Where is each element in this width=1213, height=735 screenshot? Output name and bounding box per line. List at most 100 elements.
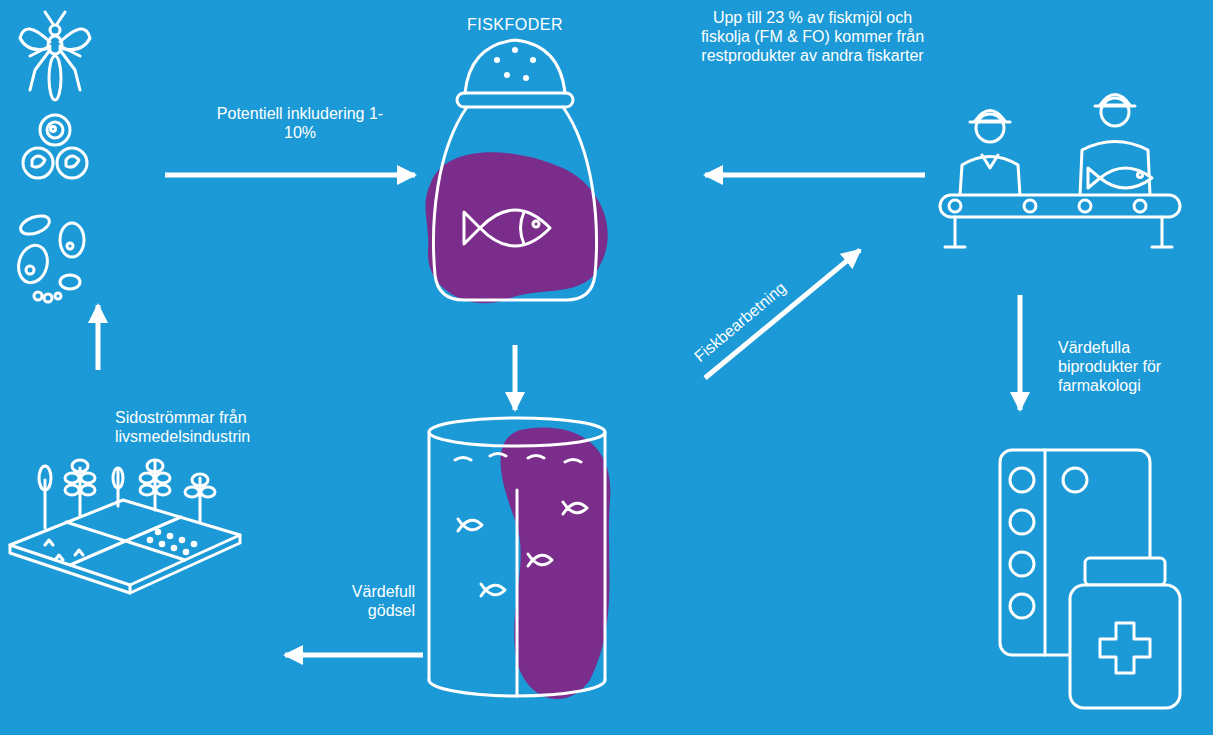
pharmacology-node (990, 445, 1185, 715)
edge-label: Upp till 23 % av fiskmjöl och fiskolja (… (700, 8, 925, 65)
cell-icon-part (57, 148, 87, 178)
processing-workers-icon-part (949, 200, 961, 212)
processing-workers-icon-part (1088, 168, 1100, 188)
feed-bag-icon-part (521, 212, 525, 244)
feed-bag-icon-part (494, 57, 500, 63)
processing-workers-icon-part (975, 111, 1005, 122)
pharma-icon-part (1085, 558, 1165, 585)
insect-icon-part (30, 46, 80, 90)
fish-cage-icon-part (528, 554, 552, 566)
pharma-icon-part (1044, 450, 1047, 655)
farm-field-icon-part (168, 534, 172, 538)
processing-workers-icon-part (960, 157, 1020, 196)
farm-field-icon-part (156, 485, 170, 495)
fish-cage-icon-part (429, 418, 605, 446)
farm-field-icon-part (45, 540, 83, 560)
farm-field-icon-part (192, 542, 196, 546)
insect-icon-part (60, 29, 90, 50)
yeast-icon-part (60, 275, 80, 289)
farm-field-icon-part (81, 485, 95, 495)
farm-field-icon-part (192, 474, 208, 486)
edge-label: Värdefulla biprodukter för farmakologi (1058, 338, 1198, 395)
pharma-icon-part (1100, 623, 1150, 673)
farm-field-icon-part (156, 530, 160, 534)
farm-field-icon-part (140, 473, 154, 483)
yeast-icon-part (67, 243, 73, 249)
yeast-icon-part (18, 212, 52, 237)
flow-arrow (513, 345, 518, 410)
processing-workers-icon-part (945, 217, 1172, 247)
farm-field-icon-part (113, 468, 123, 488)
fish-cage-node (425, 415, 605, 700)
fish-processing-node (935, 90, 1185, 250)
farm-field-icon-part (180, 538, 184, 542)
insect-icon-part (50, 25, 60, 35)
feed-bag-icon-part (523, 75, 529, 81)
processing-workers-icon-part (1100, 168, 1152, 188)
yeast-icon-part (26, 266, 34, 274)
cell-icon-part (23, 148, 53, 178)
insect-icon-part (20, 29, 50, 50)
fish-cage-icon-part (516, 490, 519, 696)
processing-workers-icon-part (1134, 200, 1146, 212)
pharma-icon (1000, 450, 1180, 708)
yeast-icon-part (34, 292, 42, 300)
farm-field-icon-part (10, 535, 240, 593)
processing-workers-icon-part (940, 195, 1180, 217)
farm-field-icon-part (66, 517, 185, 565)
feed-bag-icon-part (504, 72, 510, 78)
feed-bag-icon-part (480, 210, 550, 246)
processing-workers-icon-part (970, 121, 1010, 124)
fish-feed-node: FISKFODER (420, 15, 610, 305)
flow-arrow (1018, 295, 1023, 410)
farm-field-icon (10, 460, 240, 593)
flow-arrow (96, 305, 101, 370)
fish-cage-icon (429, 418, 610, 699)
yeast-icon-part (44, 294, 52, 302)
edge-label: Potentiell inkludering 1-10% (205, 104, 395, 142)
farm-field-icon-part (160, 542, 164, 546)
insect-icon-part (45, 12, 65, 24)
cell-icon (23, 115, 87, 178)
flow-arrow (285, 653, 423, 658)
farm-field-icon-part (65, 473, 79, 483)
processing-workers-icon-part (1095, 105, 1135, 108)
pharma-icon-part (1010, 552, 1034, 576)
flow-arrow (705, 173, 925, 178)
cell-icon-part (40, 115, 70, 145)
processing-workers-icon-part (1101, 98, 1129, 126)
feed-bag-icon-part (530, 57, 536, 63)
processing-workers-icon (940, 95, 1180, 248)
yeast-icon-part (15, 242, 52, 286)
node-heading: FISKFODER (420, 15, 610, 35)
farm-field-icon-part (72, 460, 88, 472)
pharma-icon-part (1010, 510, 1034, 534)
feed-bag-icon-part (465, 40, 565, 93)
processing-workers-icon-part (976, 114, 1004, 142)
flow-arrow (165, 173, 415, 178)
processing-workers-icon-part (982, 155, 998, 168)
insect-icon-part (49, 56, 61, 100)
edge-label: Värdefull gödsel (325, 582, 415, 620)
insect-icon (20, 12, 90, 100)
yeast-icon-part (60, 223, 84, 257)
edge-label: Sidoströmmar från livsmedelsindustrin (115, 408, 285, 446)
yeast-icon-part (55, 293, 61, 299)
farm-field-icon-part (140, 485, 154, 495)
farm-field-icon-part (156, 473, 170, 483)
processing-workers-icon-part (1079, 200, 1091, 212)
processing-workers-icon-part (1100, 95, 1130, 106)
feed-bag-icon-part (457, 93, 573, 107)
farm-field-icon-part (39, 466, 51, 490)
farm-field-icon-part (65, 485, 79, 495)
farm-field-icon-part (185, 487, 199, 497)
fish-cage-icon-part (501, 428, 611, 700)
farm-field-icon-part (81, 473, 95, 483)
feed-bag-icon-part (434, 107, 597, 300)
farm-field-icon-part (172, 546, 176, 550)
edge-label: Fiskbearbetning (690, 278, 789, 366)
fish-cage-icon-part (455, 454, 581, 463)
pharma-icon-part (1070, 585, 1180, 708)
